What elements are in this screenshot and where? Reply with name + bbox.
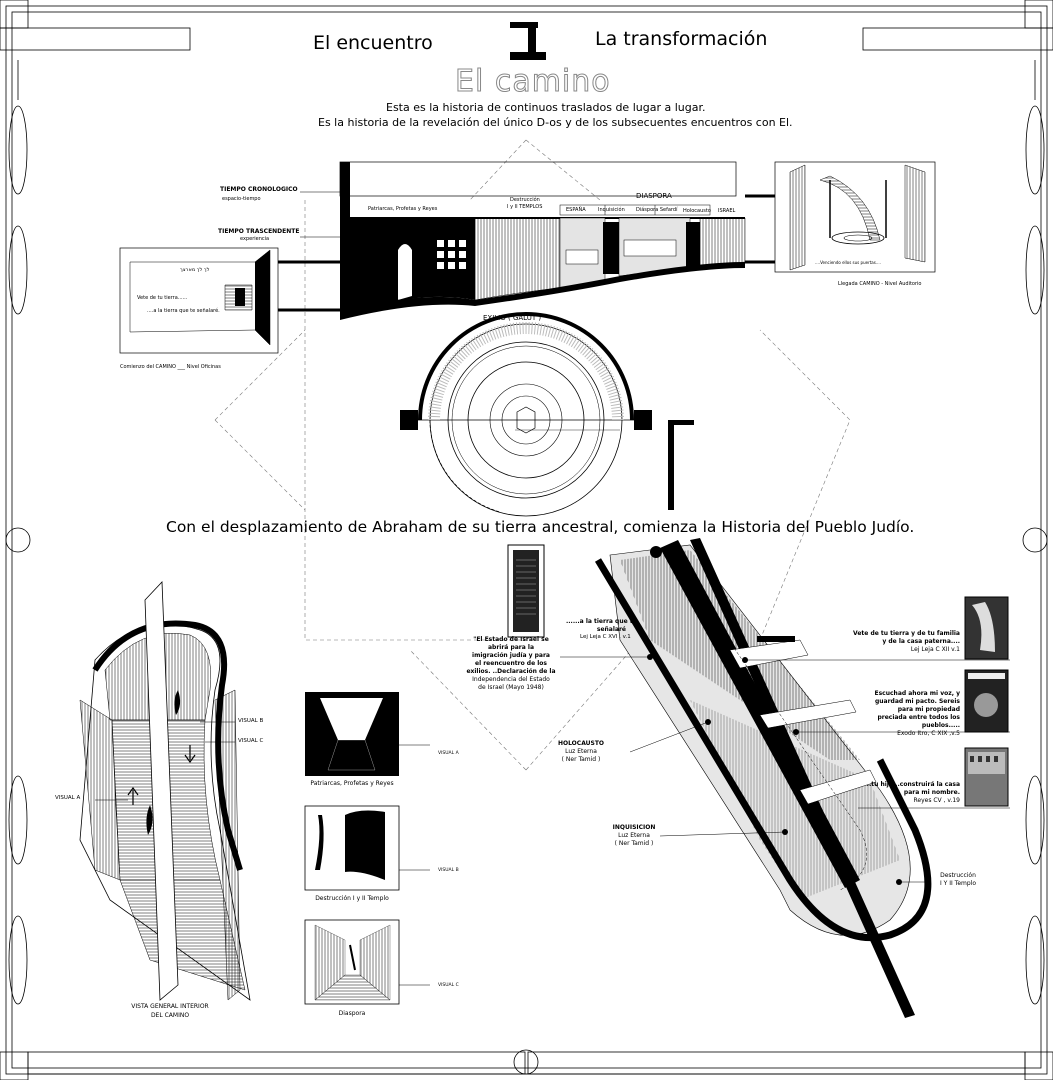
perspective-corridor	[79, 581, 251, 1001]
verse-2-e: pueblos.....	[921, 722, 960, 729]
thumb-caption-2: Destrucción I y II Templo	[315, 895, 389, 902]
label-destruccion-a: Destrucción	[510, 197, 540, 203]
header-right: La transformación	[595, 28, 768, 50]
dashed-diamond	[214, 139, 851, 771]
label-exilio: EXILIO ( GALUT )	[483, 314, 542, 322]
header-left: El encuentro	[313, 32, 433, 54]
right-sketch-inner: ....Venciendo ellos sus puertas....	[815, 260, 881, 265]
verse-1-b: y de la casa paterna....	[882, 638, 960, 645]
label-holocausto: HOLOCAUSTO Luz Eterna ( Ner Tamid )	[555, 740, 607, 764]
verse-2-ref: Exodo Itro, C XIX ,v.5	[897, 730, 960, 737]
left-sketch-line-2: ....a la tierra que te señalaré.	[147, 308, 220, 314]
label-visual-c: VISUAL C	[238, 738, 264, 744]
quote-1-a: ......a la tierra que te	[566, 618, 637, 625]
declaration-document	[507, 544, 545, 638]
verse-3: ..tu hijo...construirá la casa para mi n…	[820, 781, 960, 805]
left-sketch	[119, 247, 279, 354]
holocausto-sub-1: Luz Eterna	[565, 748, 597, 755]
label-visual-b: VISUAL B	[238, 718, 264, 724]
label-experiencia: experiencia	[240, 236, 270, 242]
holocausto-title: HOLOCAUSTO	[557, 740, 605, 747]
left-sketch-hebrew: לך לך מארצך	[180, 267, 210, 273]
israel-line-3: imigración judía y para	[472, 652, 550, 659]
thumbnail-renders	[304, 692, 430, 1005]
thumb-caption-1: Patriarcas, Profetas y Reyes	[310, 780, 394, 787]
angled-plan	[560, 538, 1010, 1018]
inquisicion-title: INQUISICION	[612, 824, 656, 831]
thumb-visual-b: VISUAL B	[438, 868, 459, 873]
israel-declaration-quote: "El Estado de Israel se abrirá para la i…	[464, 636, 558, 692]
intro-line-2: Es la historia de la revelación del únic…	[318, 116, 793, 129]
israel-line-2: abrirá para la	[487, 644, 534, 651]
destruccion-plan-1: Destrucción	[940, 872, 976, 879]
inquisicion-sub-2: ( Ner Tamid )	[614, 840, 654, 847]
l-bracket	[668, 420, 694, 510]
label-inquisicion: Inquisición	[598, 207, 625, 213]
holocausto-sub-2: ( Ner Tamid )	[561, 756, 601, 763]
intro-line-1: Esta es la historia de continuos traslad…	[386, 101, 706, 114]
verse-3-ref: Reyes CV , v.19	[913, 797, 960, 804]
timeline-section	[278, 161, 775, 320]
label-inquisicion: INQUISICION Luz Eterna ( Ner Tamid )	[608, 824, 660, 848]
label-espacio-tiempo: espacio-tiempo	[222, 196, 261, 202]
label-visual-a: VISUAL A	[55, 795, 81, 801]
left-sketch-line-1: Vete de tu tierra......	[137, 295, 188, 301]
label-tiempo-cronologico: TIEMPO CRONOLOGICO	[220, 186, 298, 193]
right-sketch-caption: Llegada CAMINO - Nivel Auditorio	[838, 281, 922, 287]
label-destruccion-b: I y II TEMPLOS	[507, 204, 543, 210]
board-title: El camino	[455, 64, 611, 100]
israel-line-4: el reencuentro de los	[475, 660, 547, 667]
label-holocausto-timeline: Holocausto	[683, 208, 711, 214]
label-espana: ESPAÑA	[566, 207, 586, 213]
israel-line-7: de Israel (Mayo 1948)	[478, 684, 544, 691]
perspective-caption-1: VISTA GENERAL INTERIOR	[131, 1003, 209, 1010]
perspective-caption-2: DEL CAMINO	[150, 1012, 190, 1019]
verse-3-b: para mi nombre.	[903, 789, 960, 796]
hebrew-letter-icon	[510, 22, 546, 60]
verse-2-b: guardad mi pacto. Sereis	[874, 698, 960, 705]
label-diaspora-sefardi: Diáspora Sefardí	[636, 207, 678, 213]
right-images	[964, 596, 1009, 807]
thumb-caption-3: Diaspora	[338, 1010, 366, 1017]
right-sketch	[774, 161, 936, 273]
main-statement: Con el desplazamiento de Abraham de su t…	[166, 518, 915, 536]
label-israel: ISRAEL	[718, 208, 736, 214]
verse-1-ref: Lej Leja C XII v.1	[910, 646, 960, 653]
israel-line-6: Independencia del Estado	[472, 676, 550, 683]
left-sketch-caption: Comienzo del CAMINO ___ Nivel Oficinas	[120, 364, 221, 370]
israel-line-5: exilios. ..Declaración de la	[466, 668, 556, 675]
verse-2: Escuchad ahora mi voz, y guardad mi pact…	[820, 690, 961, 738]
verse-2-c: para mi propiedad	[897, 706, 960, 713]
verse-1: Vete de tu tierra y de tu familia y de l…	[820, 630, 960, 654]
verse-2-a: Escuchad ahora mi voz, y	[874, 690, 961, 697]
inquisicion-sub-1: Luz Eterna	[618, 832, 650, 839]
label-diaspora: DIASPORA	[636, 192, 672, 200]
verse-3-a: ..tu hijo...construirá la casa	[866, 781, 960, 788]
label-destruccion-plan: Destrucción I Y II Templo	[928, 872, 988, 888]
circular-stair-plan	[400, 312, 652, 517]
verse-2-d: preciada entre todos los	[877, 714, 960, 721]
thumb-visual-c: VISUAL C	[438, 983, 459, 988]
verse-1-a: Vete de tu tierra y de tu familia	[853, 630, 960, 637]
quote-1-b: señalaré	[596, 626, 626, 633]
quote-1-ref: Lej Leja C XVI , v.1	[580, 634, 631, 640]
label-tiempo-trascendente: TIEMPO TRASCENDENTE	[218, 228, 300, 235]
destruccion-plan-2: I Y II Templo	[939, 880, 977, 887]
israel-line-1: "El Estado de Israel se	[473, 636, 549, 643]
thumb-visual-a: VISUAL A	[438, 751, 459, 756]
label-patriarcas: Patriarcas, Profetas y Reyes	[368, 206, 438, 212]
